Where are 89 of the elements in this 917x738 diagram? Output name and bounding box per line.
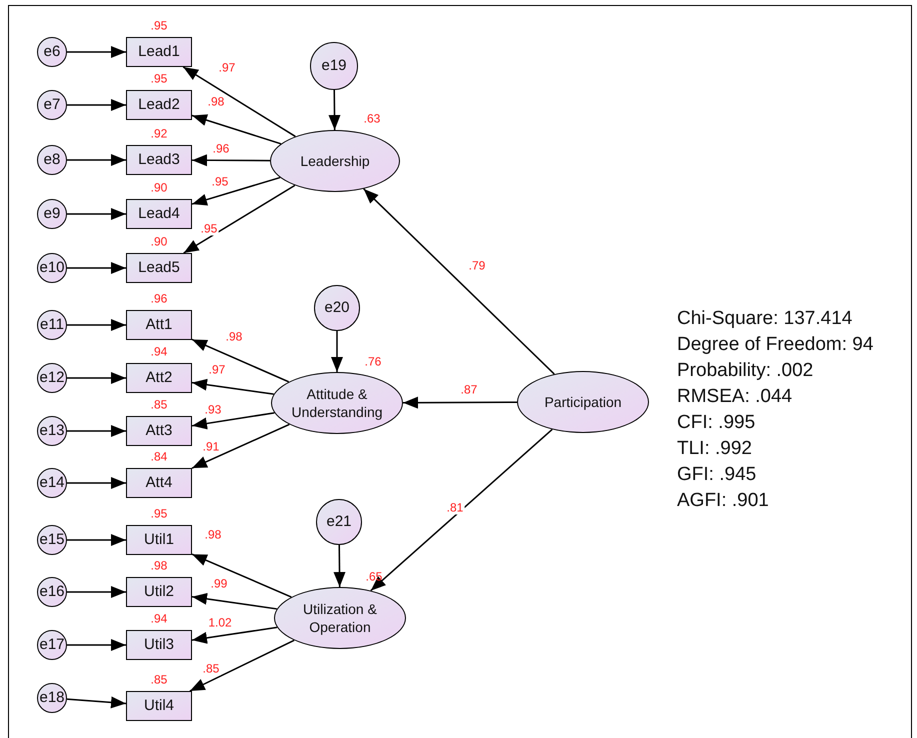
observed-variable-box: Util1 [126, 525, 192, 555]
arrow [334, 545, 346, 587]
arrow [190, 640, 294, 692]
observed-variable-box: Util4 [126, 691, 192, 721]
arrow [192, 114, 282, 144]
edge-label: .96 [212, 142, 230, 156]
latent-variable-ellipse: Leadership [270, 130, 400, 192]
arrow [192, 592, 277, 610]
edge-label: .85 [202, 662, 220, 676]
observed-variable-box: Lead5 [126, 253, 192, 283]
arrow [363, 188, 555, 375]
observed-variable-box: Lead2 [126, 90, 192, 120]
arrow [192, 554, 292, 598]
arrow [192, 626, 278, 644]
arrow [67, 372, 126, 384]
arrow [183, 184, 296, 254]
fit-statistic: Degree of Freedom: 94 [677, 333, 874, 357]
arrow [67, 425, 126, 437]
r-squared-value: .85 [150, 398, 168, 412]
fit-statistic: CFI: .995 [677, 411, 756, 435]
observed-variable-box: Lead3 [126, 145, 192, 175]
edge-label: .98 [204, 528, 222, 542]
arrow [192, 378, 274, 395]
edge-label: .87 [460, 384, 478, 396]
edge-label: .98 [224, 330, 244, 344]
r-squared-value: .65 [366, 570, 382, 584]
r-squared-value: .85 [150, 674, 168, 686]
r-squared-value: .98 [150, 560, 168, 572]
observed-variable-box: Lead4 [126, 199, 192, 229]
arrow [328, 90, 341, 130]
edge-label: .91 [202, 440, 220, 454]
edge-label: .98 [206, 96, 226, 108]
latent-variable-ellipse: Attitude & Understanding [271, 372, 403, 434]
arrow [67, 154, 126, 166]
edge-label: .95 [200, 222, 218, 236]
arrow [192, 412, 275, 430]
arrow [67, 46, 126, 58]
arrow [67, 208, 126, 220]
fit-statistic: TLI: .992 [677, 437, 753, 461]
observed-variable-box: Att3 [126, 416, 192, 446]
arrow [370, 428, 553, 592]
r-squared-value: .95 [150, 72, 168, 86]
edge-label: .81 [446, 502, 464, 514]
edge-label: .95 [210, 176, 230, 188]
arrow [192, 176, 280, 206]
observed-variable-box: Util3 [126, 630, 192, 660]
observed-variable-box: Att1 [126, 310, 192, 340]
fit-statistic: Probability: .002 [677, 359, 814, 383]
r-squared-value: .95 [150, 508, 168, 520]
r-squared-value: .94 [150, 612, 168, 626]
arrow [192, 154, 270, 166]
r-squared-value: .94 [150, 346, 168, 358]
arrow [403, 396, 517, 409]
observed-variable-box: Att2 [126, 363, 192, 393]
latent-variable-ellipse: Utilization & Operation [274, 587, 406, 649]
arrow [66, 696, 126, 708]
arrow [67, 99, 126, 111]
r-squared-value: .90 [150, 182, 168, 194]
latent-variable-ellipse: Participation [517, 371, 649, 433]
r-squared-value: .76 [364, 356, 382, 368]
edge-label: 1.02 [207, 616, 233, 630]
edge-label: .97 [208, 364, 226, 376]
arrow [192, 424, 290, 469]
observed-variable-box: Lead1 [126, 37, 192, 67]
observed-variable-box: Att4 [126, 468, 192, 498]
fit-statistic: AGFI: .901 [677, 489, 770, 513]
r-squared-value: .92 [150, 128, 168, 140]
arrow [67, 262, 126, 274]
arrow [331, 331, 343, 372]
fit-statistic: RMSEA: .044 [677, 385, 794, 409]
fit-statistic: Chi-Square: 137.414 [677, 307, 854, 331]
r-squared-value: .84 [150, 450, 168, 464]
edge-label: .93 [204, 404, 222, 416]
r-squared-value: .90 [150, 236, 168, 248]
arrow [67, 319, 126, 331]
r-squared-value: .96 [150, 292, 168, 306]
edge-label: .97 [218, 62, 236, 74]
arrow [182, 66, 296, 138]
fit-statistic: GFI: .945 [677, 463, 758, 487]
arrow [67, 586, 126, 598]
r-squared-value: .63 [364, 112, 380, 126]
edge-label: .79 [468, 260, 486, 272]
edge-label: .99 [210, 578, 228, 590]
arrow [67, 477, 126, 489]
r-squared-value: .95 [150, 20, 168, 32]
arrow [67, 534, 126, 546]
arrow [67, 639, 126, 651]
observed-variable-box: Util2 [126, 577, 192, 607]
arrow [192, 338, 290, 383]
